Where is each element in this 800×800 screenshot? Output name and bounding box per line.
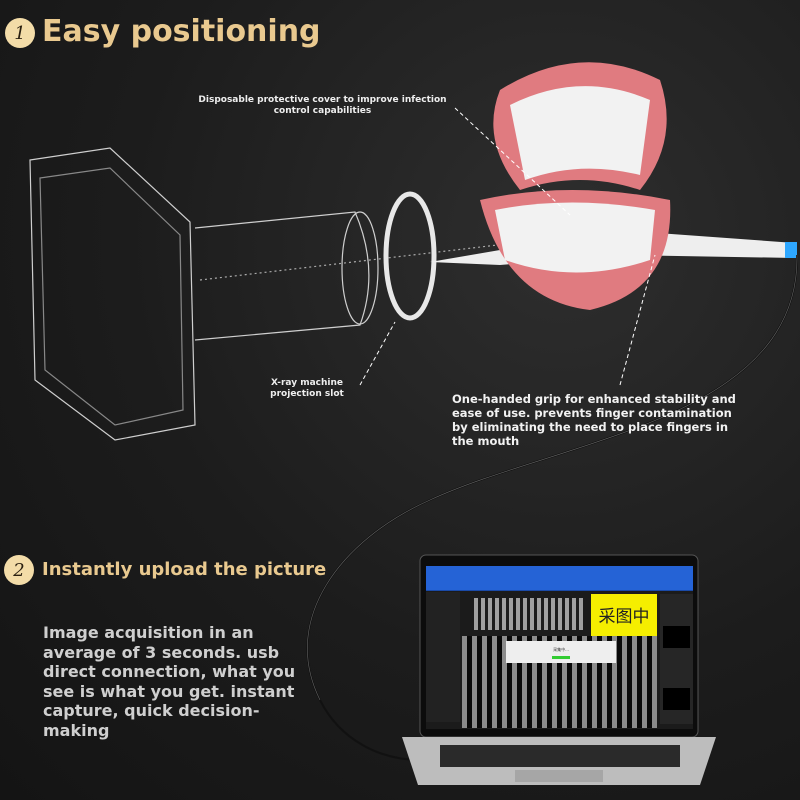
holder-tip xyxy=(785,242,797,258)
teeth-model-illustration xyxy=(480,62,671,310)
section-2-title: Instantly upload the picture xyxy=(42,559,327,580)
xray-head-illustration xyxy=(29,147,541,441)
callout-protective-cover: Disposable protective cover to improve i… xyxy=(198,95,447,116)
step-number-2: 2 xyxy=(4,555,34,585)
section-1-title: Easy positioning xyxy=(42,14,321,49)
progress-dialog: 采集中... xyxy=(506,641,616,663)
section-2-description: Image acquisition in an average of 3 sec… xyxy=(43,623,296,740)
app-toolbar xyxy=(426,575,693,591)
tooth-chart-thumbnails xyxy=(474,598,584,630)
step-number-1: 1 xyxy=(5,18,35,48)
aiming-ring xyxy=(383,191,437,321)
app-right-panel xyxy=(660,594,693,724)
progress-bar xyxy=(552,656,570,659)
app-sidebar xyxy=(426,592,460,722)
progress-text: 采集中... xyxy=(553,647,569,652)
capture-status-panel: 采图中 xyxy=(591,594,657,636)
laptop-screen-app: 采图中 采集中... xyxy=(426,566,693,729)
callout-projection-slot: X-ray machine projection slot xyxy=(270,378,344,399)
callout-one-handed-grip: One-handed grip for enhanced stability a… xyxy=(452,392,736,448)
capture-status-label: 采图中 xyxy=(598,607,650,627)
app-title-bar xyxy=(426,566,693,575)
